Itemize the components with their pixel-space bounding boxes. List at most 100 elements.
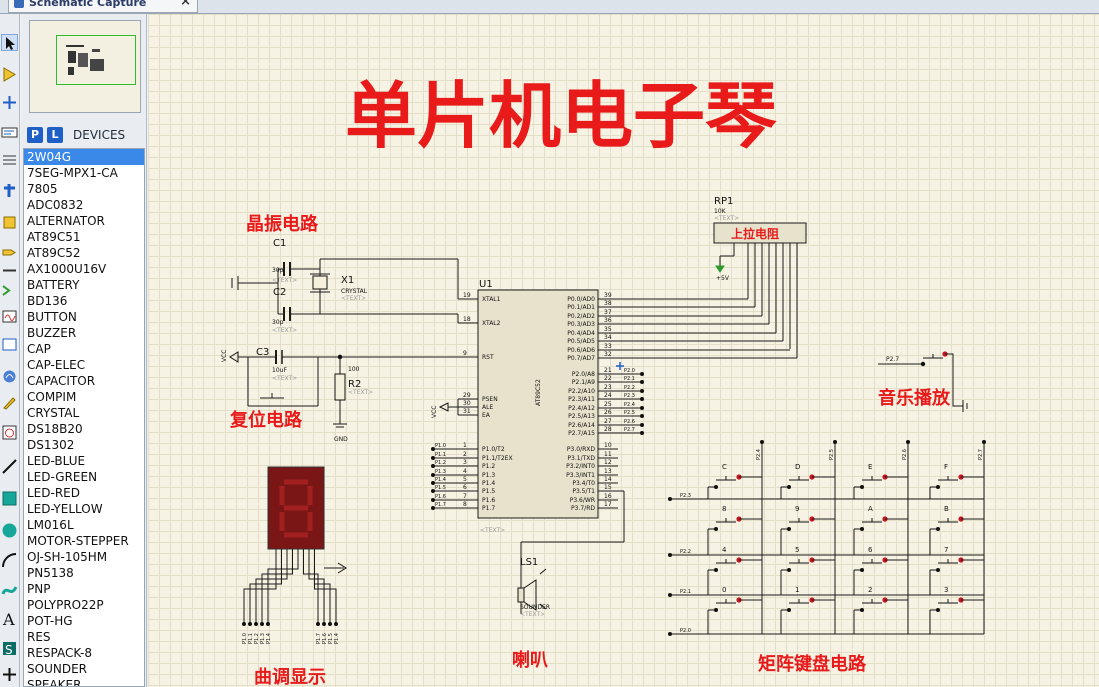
device-list-item[interactable]: PNP bbox=[27, 582, 51, 596]
crystal-body bbox=[312, 275, 328, 290]
device-list-item[interactable]: CAPACITOR bbox=[27, 374, 96, 388]
device-list-item[interactable]: AT89C51 bbox=[27, 230, 81, 244]
device-list-item[interactable]: LED-RED bbox=[27, 486, 80, 500]
junction-mode-button[interactable] bbox=[1, 94, 18, 111]
text-mode-button[interactable]: A bbox=[1, 610, 18, 627]
device-list-item[interactable]: OJ-SH-105HM bbox=[27, 550, 108, 564]
device-list-item[interactable]: DS18B20 bbox=[27, 422, 83, 436]
u1-pin-number: 18 bbox=[463, 316, 471, 323]
keypad-key-label: 1 bbox=[795, 586, 799, 594]
device-list-item[interactable]: CRYSTAL bbox=[27, 406, 80, 420]
selection-mode-button[interactable] bbox=[1, 34, 18, 51]
keypad-section-label: 矩阵键盘电路 bbox=[758, 653, 867, 675]
subcircuit-mode-button[interactable] bbox=[1, 214, 18, 231]
seg-net-label: P1.3 bbox=[260, 633, 266, 644]
text-script-button[interactable] bbox=[1, 152, 18, 169]
device-list-item[interactable]: RESPACK-8 bbox=[27, 646, 92, 660]
path-mode-button[interactable] bbox=[1, 582, 18, 599]
device-list-item[interactable]: LM016L bbox=[27, 518, 74, 532]
pick-devices-button[interactable]: P bbox=[27, 127, 43, 143]
u1-pin-name: P1.3 bbox=[482, 472, 495, 479]
u1-pin-name: P3.6/WR bbox=[570, 497, 595, 504]
virtual-instruments-button[interactable] bbox=[1, 424, 18, 441]
u1-pin-number: 2 bbox=[463, 451, 467, 458]
device-list-item[interactable]: ALTERNATOR bbox=[27, 214, 105, 228]
device-list-item[interactable]: 2W04G bbox=[24, 149, 144, 165]
pin-mode-button[interactable] bbox=[1, 262, 18, 279]
keypad-key-label: D bbox=[795, 463, 800, 471]
p1-net-label: P1.4 bbox=[435, 477, 446, 483]
line-mode-button[interactable] bbox=[1, 458, 18, 475]
marker-mode-button[interactable] bbox=[1, 666, 18, 683]
u1-pin-number: 32 bbox=[604, 351, 612, 358]
device-list-item[interactable]: COMPIM bbox=[27, 390, 77, 404]
device-list-item[interactable]: BD136 bbox=[27, 294, 68, 308]
device-list-item[interactable]: LED-BLUE bbox=[27, 454, 86, 468]
keypad-button bbox=[930, 559, 958, 571]
wire bbox=[267, 559, 299, 624]
text-icon bbox=[3, 155, 16, 165]
device-list-item[interactable]: AT89C52 bbox=[27, 246, 81, 260]
current-probe-button[interactable] bbox=[1, 394, 18, 411]
u1-pin-name: ALE bbox=[482, 404, 493, 411]
library-manager-button[interactable]: L bbox=[47, 127, 63, 143]
device-list-item[interactable]: PN5138 bbox=[27, 566, 74, 580]
box-mode-button[interactable] bbox=[1, 490, 18, 507]
device-list-item[interactable]: POT-HG bbox=[27, 614, 73, 628]
device-list-item[interactable]: DS1302 bbox=[27, 438, 75, 452]
keypad-key-label: 6 bbox=[868, 546, 873, 554]
instrument-icon bbox=[2, 425, 17, 440]
device-list-item[interactable]: MOTOR-STEPPER bbox=[27, 534, 129, 548]
u1-pin-name: P0.5/AD5 bbox=[567, 338, 595, 345]
device-list-item[interactable]: ADC0832 bbox=[27, 198, 84, 212]
device-list-item[interactable]: AX1000U16V bbox=[27, 262, 107, 276]
bus-mode-button[interactable] bbox=[1, 182, 18, 199]
keypad-key-label: E bbox=[868, 463, 872, 471]
device-list-item[interactable]: SOUNDER bbox=[27, 662, 87, 676]
keypad-col-net: P2.4 bbox=[756, 449, 762, 460]
device-list-item[interactable]: RES bbox=[27, 630, 51, 644]
keypad-row-net: P2.2 bbox=[680, 549, 691, 555]
device-list-item[interactable]: SPEAKER bbox=[27, 678, 82, 687]
voltage-probe-button[interactable] bbox=[1, 368, 18, 385]
crystal-section-label: 晶振电路 bbox=[246, 213, 319, 235]
music-net-label: P2.7 bbox=[886, 356, 899, 363]
probe-icon bbox=[3, 370, 16, 383]
u1-pin-number: 39 bbox=[604, 292, 612, 299]
wire-label-mode-button[interactable] bbox=[1, 124, 18, 141]
graph-mode-button[interactable] bbox=[1, 282, 18, 299]
device-list-item[interactable]: LED-YELLOW bbox=[27, 502, 103, 516]
overview-viewport-frame[interactable] bbox=[56, 35, 136, 85]
device-list-item[interactable]: CAP-ELEC bbox=[27, 358, 86, 372]
device-list-item[interactable]: 7805 bbox=[27, 182, 58, 196]
overview-window[interactable] bbox=[29, 20, 141, 113]
device-list-item[interactable]: CAP bbox=[27, 342, 51, 356]
u1-pin-number: 36 bbox=[604, 317, 612, 324]
device-list-item[interactable]: BATTERY bbox=[27, 278, 80, 292]
circle-mode-button[interactable] bbox=[1, 522, 18, 539]
keypad-key-label: 5 bbox=[795, 546, 799, 554]
tape-recorder-button[interactable] bbox=[1, 308, 18, 325]
device-list-item[interactable]: POLYPRO22P bbox=[27, 598, 104, 612]
tab-schematic-capture[interactable]: Schematic Capture × bbox=[8, 0, 198, 13]
device-list-item[interactable]: LED-GREEN bbox=[27, 470, 98, 484]
generator-mode-button[interactable] bbox=[1, 336, 18, 353]
keypad-button bbox=[781, 599, 809, 611]
device-list-item[interactable]: BUTTON bbox=[27, 310, 77, 324]
close-icon[interactable]: × bbox=[180, 0, 191, 9]
text-placeholder: <TEXT> bbox=[348, 389, 373, 396]
device-list-item[interactable]: 7SEG-MPX1-CA bbox=[27, 166, 118, 180]
keypad-button bbox=[930, 476, 958, 488]
terminals-mode-button[interactable] bbox=[1, 244, 18, 261]
arc-mode-button[interactable] bbox=[1, 552, 18, 569]
symbol-mode-button[interactable]: S bbox=[1, 640, 18, 657]
schematic-drawing[interactable]: 单片机电子琴晶振电路复位电路曲调显示喇叭音乐播放矩阵键盘电路C130p<TEXT… bbox=[148, 14, 1099, 687]
u1-pin-number: 12 bbox=[604, 459, 612, 466]
junction-dot bbox=[668, 497, 672, 501]
tape-icon bbox=[2, 310, 17, 323]
component-mode-button[interactable] bbox=[1, 66, 18, 83]
device-list-item[interactable]: BUZZER bbox=[27, 326, 77, 340]
u1-pin-number: 9 bbox=[463, 350, 467, 357]
